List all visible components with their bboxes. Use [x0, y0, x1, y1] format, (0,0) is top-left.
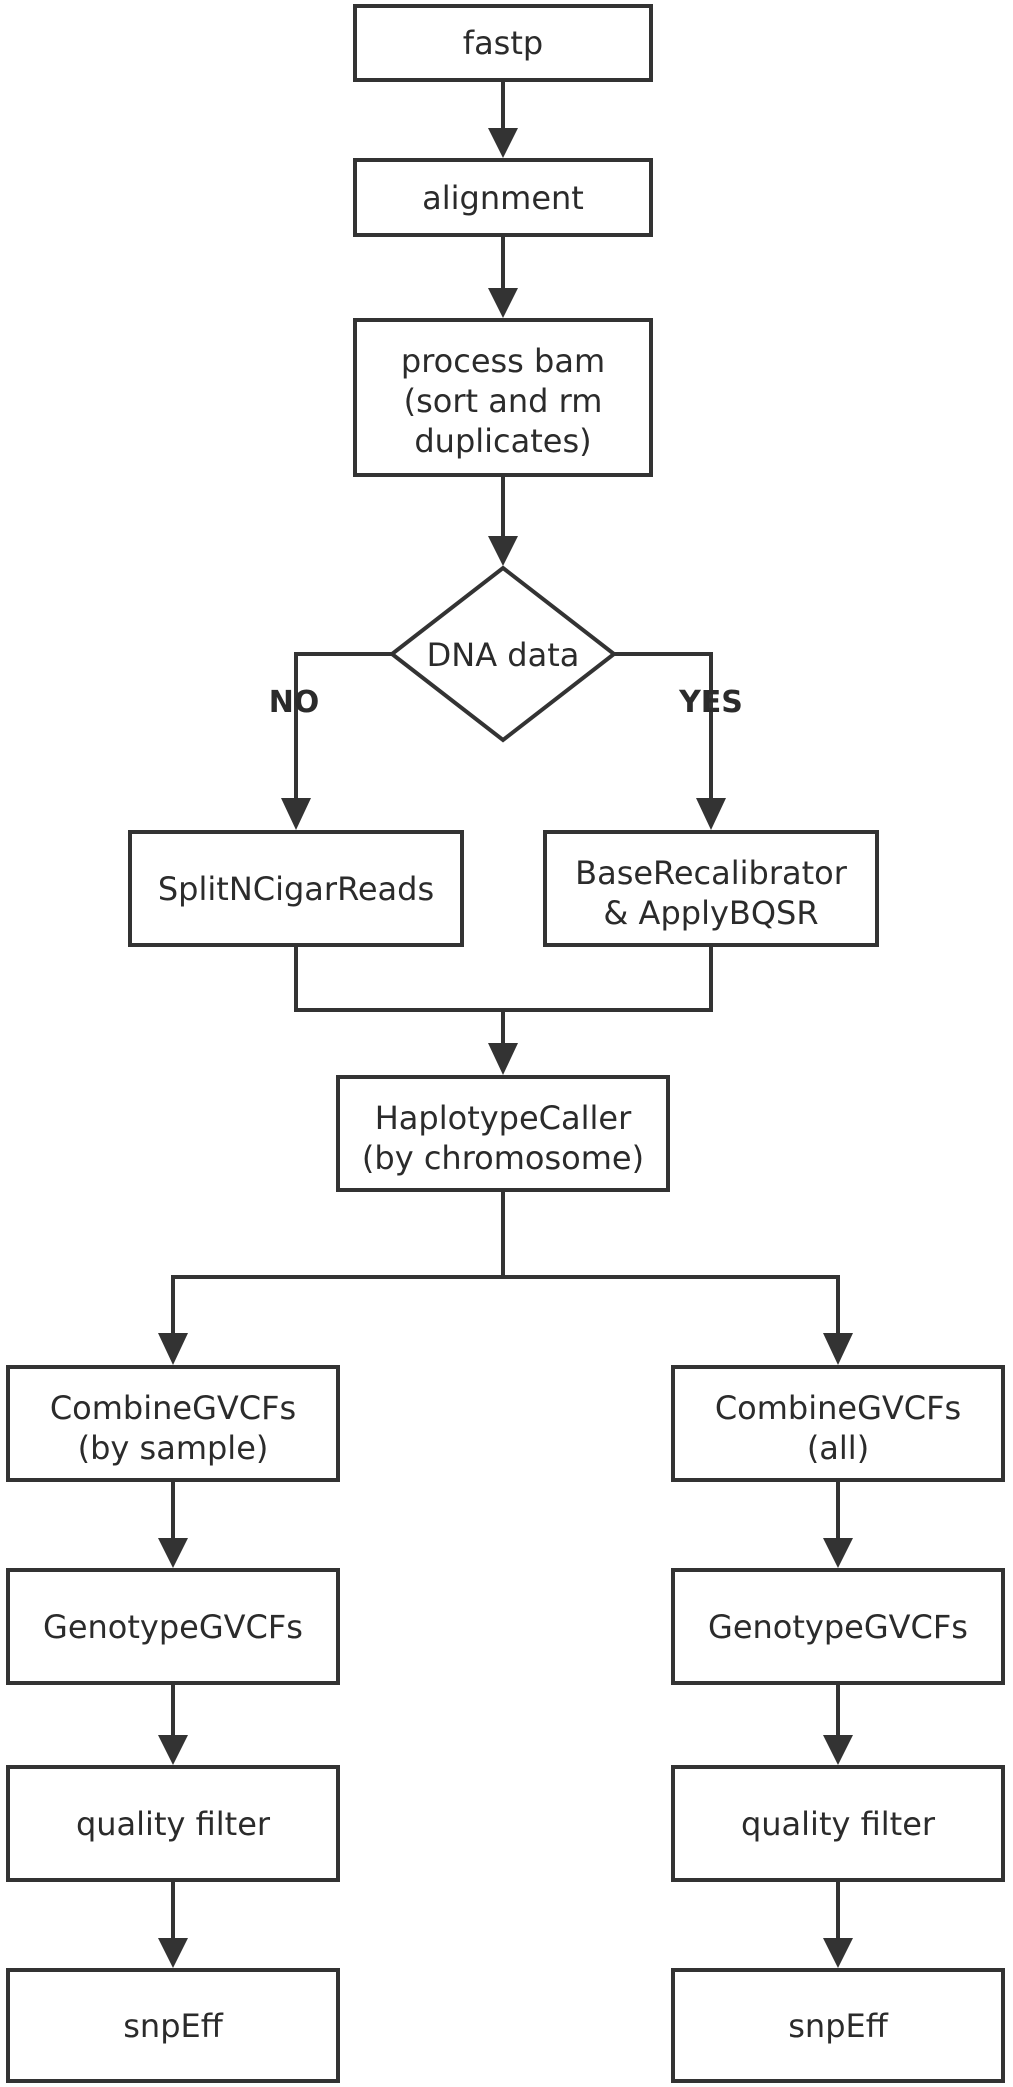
node-baserecalibrator-label-line2: & ApplyBQSR — [603, 894, 818, 932]
node-genotypegvcfs-right: GenotypeGVCFs — [671, 1568, 1005, 1685]
branch-label-no: NO — [269, 685, 320, 720]
arrowhead-combine-all — [823, 1333, 853, 1365]
node-combinegvcfs-all-label-line1: CombineGVCFs — [715, 1389, 961, 1427]
arrowhead-splitncigar — [281, 798, 311, 830]
node-genotypegvcfs-left-label: GenotypeGVCFs — [43, 1608, 303, 1646]
arrowhead-process-bam — [488, 288, 518, 318]
decision-dna-data-label: DNA data — [427, 636, 580, 674]
node-combinegvcfs-by-sample: CombineGVCFs (by sample) — [6, 1365, 340, 1482]
edges — [158, 80, 853, 1968]
branch-label-yes: YES — [678, 685, 743, 720]
arrowhead-alignment — [488, 128, 518, 158]
node-splitncigarreads-label: SplitNCigarReads — [158, 870, 434, 908]
node-quality-filter-left-label: quality filter — [76, 1805, 271, 1843]
node-quality-filter-right-label: quality filter — [741, 1805, 936, 1843]
arrowhead-snpeff-right — [823, 1938, 853, 1968]
node-combinegvcfs-all-label-line2: (all) — [807, 1429, 869, 1467]
arrowhead-genotype-left — [158, 1538, 188, 1568]
node-haplotypecaller: HaplotypeCaller (by chromosome) — [336, 1075, 670, 1192]
node-combinegvcfs-all: CombineGVCFs (all) — [671, 1365, 1005, 1482]
node-combinegvcfs-by-sample-label-line1: CombineGVCFs — [50, 1389, 296, 1427]
node-quality-filter-right: quality filter — [671, 1765, 1005, 1882]
node-alignment-label: alignment — [422, 179, 584, 217]
arrowhead-quality-left — [158, 1735, 188, 1765]
node-process-bam-label-line3: duplicates) — [414, 422, 591, 460]
edge-dna-yes — [614, 652, 713, 800]
arrowhead-quality-right — [823, 1735, 853, 1765]
node-splitncigarreads: SplitNCigarReads — [128, 830, 464, 947]
node-baserecalibrator: BaseRecalibrator & ApplyBQSR — [543, 830, 879, 947]
node-combinegvcfs-by-sample-label-line2: (by sample) — [78, 1429, 269, 1467]
node-process-bam-label-line2: (sort and rm — [404, 382, 603, 420]
node-snpeff-left-label: snpEff — [123, 2007, 223, 2045]
edge-haplotype-split — [171, 1190, 840, 1335]
arrowhead-snpeff-left — [158, 1938, 188, 1968]
arrowhead-haplotype — [488, 1043, 518, 1075]
arrowhead-baserecal — [696, 798, 726, 830]
arrowhead-combine-by-sample — [158, 1333, 188, 1365]
node-haplotypecaller-label-line2: (by chromosome) — [362, 1139, 644, 1177]
node-fastp: fastp — [353, 4, 653, 82]
edge-merge-to-haplotype — [294, 945, 713, 1045]
node-genotypegvcfs-right-label: GenotypeGVCFs — [708, 1608, 968, 1646]
node-genotypegvcfs-left: GenotypeGVCFs — [6, 1568, 340, 1685]
arrowhead-dna-data — [488, 536, 518, 566]
node-process-bam: process bam (sort and rm duplicates) — [353, 318, 653, 477]
node-baserecalibrator-label-line1: BaseRecalibrator — [575, 854, 848, 892]
node-process-bam-label-line1: process bam — [401, 342, 605, 380]
node-fastp-label: fastp — [463, 24, 543, 62]
edge-dna-no — [294, 652, 392, 800]
arrowhead-genotype-right — [823, 1538, 853, 1568]
node-haplotypecaller-label-line1: HaplotypeCaller — [375, 1099, 632, 1137]
node-alignment: alignment — [353, 158, 653, 237]
node-quality-filter-left: quality filter — [6, 1765, 340, 1882]
node-snpeff-left: snpEff — [6, 1968, 340, 2083]
node-snpeff-right: snpEff — [671, 1968, 1005, 2083]
decision-dna-data: DNA data — [388, 565, 618, 743]
node-snpeff-right-label: snpEff — [788, 2007, 888, 2045]
